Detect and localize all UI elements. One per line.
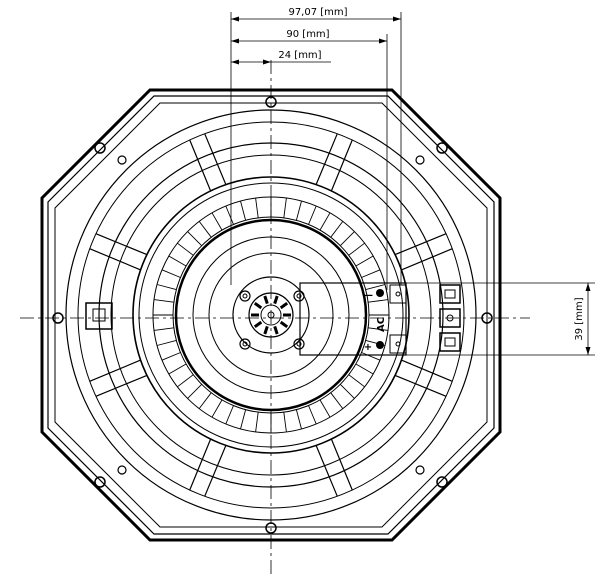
left-connector-block bbox=[85, 302, 113, 330]
stator-fin bbox=[330, 221, 344, 238]
stator-fin bbox=[168, 255, 187, 267]
dimension-hub-offset: 24 [mm] bbox=[231, 50, 331, 65]
stator-fin bbox=[319, 212, 331, 231]
dim-overall-width-text: 97,07 [mm] bbox=[288, 7, 347, 18]
dimension-terminal-offset: 90 [mm] bbox=[231, 29, 388, 290]
housing-strut bbox=[394, 233, 447, 256]
stator-fin bbox=[330, 392, 344, 409]
stator-fin bbox=[177, 242, 194, 256]
stator-fin bbox=[198, 392, 212, 409]
stator-fin bbox=[211, 399, 223, 418]
hub-slot bbox=[279, 301, 289, 310]
housing-strut bbox=[95, 233, 148, 256]
stator-fin bbox=[365, 284, 386, 291]
stator-fin bbox=[240, 409, 247, 430]
stator-fin bbox=[198, 221, 212, 238]
housing-strut bbox=[189, 438, 212, 491]
housing-strut bbox=[315, 445, 338, 497]
housing-outline bbox=[40, 88, 502, 542]
stator-fin bbox=[348, 374, 365, 388]
housing-strut bbox=[95, 374, 148, 397]
terminal-plate: — + AC bbox=[299, 282, 407, 356]
housing-strut bbox=[204, 445, 227, 497]
dimension-terminal-height: 39 [mm] bbox=[406, 282, 595, 356]
stator-fin bbox=[211, 212, 223, 231]
housing-strut bbox=[189, 139, 212, 192]
stator-fin bbox=[339, 383, 355, 399]
hub-slot bbox=[273, 295, 279, 305]
stator-fin bbox=[295, 409, 302, 430]
terminal-type-label: AC bbox=[376, 317, 387, 332]
housing-strut bbox=[89, 359, 141, 382]
hub-slot bbox=[273, 325, 279, 335]
dim-hub-offset-text: 24 [mm] bbox=[278, 50, 321, 61]
stator-fin bbox=[319, 399, 331, 418]
housing-strut bbox=[401, 359, 453, 382]
stator-fin bbox=[355, 363, 374, 375]
hub-slot bbox=[279, 320, 289, 329]
dim-terminal-offset-text: 90 [mm] bbox=[286, 29, 329, 40]
stator-fin bbox=[308, 405, 317, 425]
stator-fin bbox=[368, 299, 389, 303]
stator-fin bbox=[153, 327, 174, 331]
dimension-overall-width: 97,07 [mm] bbox=[230, 7, 402, 285]
stator-fin bbox=[295, 200, 302, 221]
stator-fin bbox=[361, 269, 381, 278]
stator-fin bbox=[225, 205, 234, 225]
stator-fin bbox=[283, 412, 287, 433]
center-lines bbox=[20, 60, 530, 575]
housing-struts bbox=[89, 133, 453, 497]
stator-fin bbox=[308, 205, 317, 225]
hub-slot bbox=[253, 320, 263, 329]
housing-strut bbox=[89, 248, 141, 271]
stator-fin bbox=[339, 231, 355, 247]
stator-fin bbox=[283, 197, 287, 218]
stator-fin bbox=[225, 405, 234, 425]
housing-strut bbox=[315, 133, 338, 185]
stator-fin bbox=[156, 339, 177, 346]
terminal-positive-label: + bbox=[364, 342, 372, 353]
stator-fin bbox=[348, 242, 365, 256]
stator-fin bbox=[355, 255, 374, 267]
stator-fin bbox=[168, 363, 187, 375]
terminal-negative-label: — bbox=[363, 290, 373, 301]
housing-strut bbox=[401, 248, 453, 271]
stator-fin bbox=[368, 327, 389, 331]
stator-fin bbox=[187, 383, 203, 399]
stator-fin bbox=[161, 269, 181, 278]
stator-fin bbox=[156, 284, 177, 291]
stator-fin bbox=[177, 374, 194, 388]
mounting-holes bbox=[52, 96, 493, 534]
hub-slot bbox=[263, 325, 269, 335]
stator-fin bbox=[153, 299, 174, 303]
stator-fin bbox=[240, 200, 247, 221]
hub-screws bbox=[239, 290, 305, 350]
housing-strut bbox=[204, 133, 227, 185]
housing-strut bbox=[330, 139, 353, 192]
hub-slot bbox=[263, 295, 269, 305]
stator-fin bbox=[255, 412, 259, 433]
dim-terminal-height-text: 39 [mm] bbox=[574, 297, 585, 340]
stator-fin bbox=[187, 231, 203, 247]
stator-fin bbox=[361, 352, 381, 361]
housing-strut bbox=[394, 374, 447, 397]
stator-fin bbox=[255, 197, 259, 218]
housing-strut bbox=[330, 438, 353, 491]
hub-slot bbox=[253, 301, 263, 310]
stator-fin bbox=[161, 352, 181, 361]
